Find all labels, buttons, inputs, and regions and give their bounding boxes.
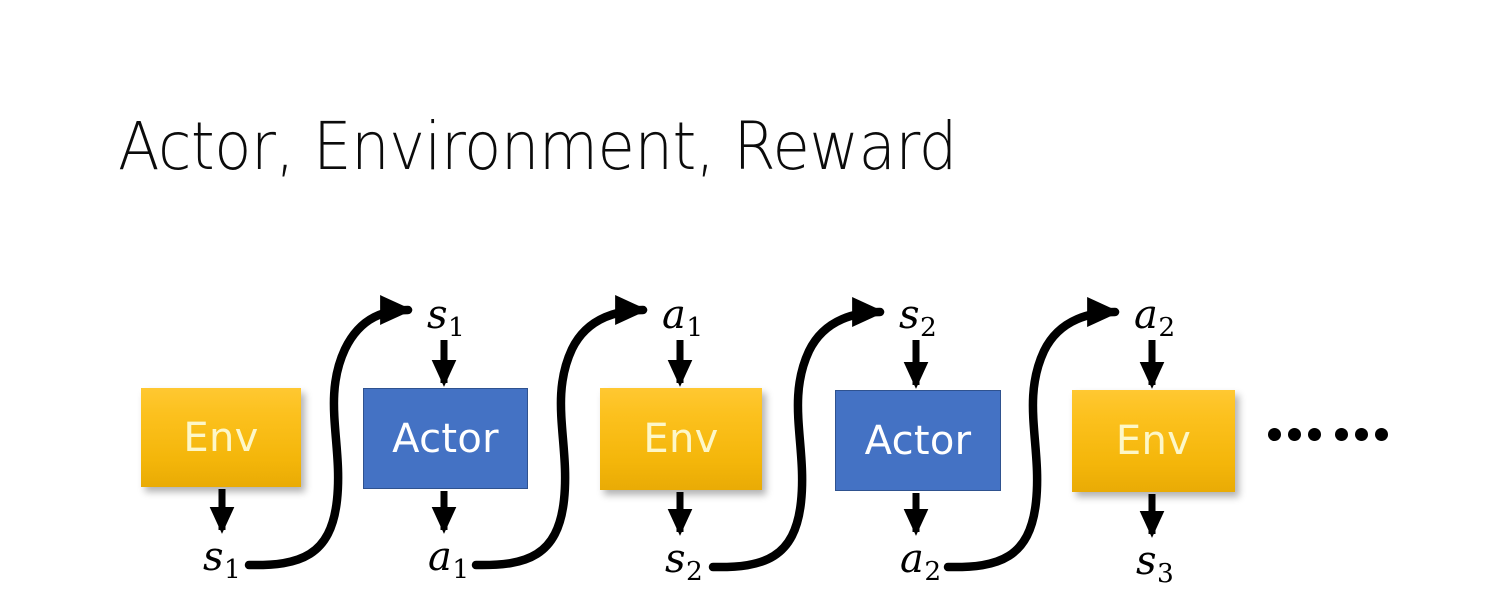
label-subscript: 2: [686, 555, 703, 587]
ellipsis-dot: [1268, 428, 1281, 441]
ellipsis-dot: [1355, 428, 1368, 441]
label-top-a2: a2: [1134, 295, 1175, 341]
label-subscript: 2: [920, 311, 937, 343]
ellipsis-dot-group: [1335, 428, 1388, 441]
node-label: Env: [183, 414, 259, 461]
node-label: Actor: [392, 415, 499, 462]
label-bottom-a1: a1: [428, 537, 469, 583]
label-variable: s: [665, 536, 686, 582]
label-variable: s: [1136, 538, 1157, 584]
label-subscript: 1: [452, 553, 470, 585]
node-label: Env: [1115, 418, 1192, 464]
label-top-s1: s1: [427, 295, 465, 341]
label-bottom-s1: s1: [203, 537, 241, 583]
label-variable: a: [1134, 292, 1158, 338]
node-env-1[interactable]: Env: [141, 388, 301, 487]
label-top-a1: a1: [662, 295, 703, 341]
label-bottom-s3: s3: [1136, 541, 1174, 587]
node-label: Actor: [864, 417, 972, 464]
label-subscript: 2: [1158, 311, 1176, 343]
label-subscript: 1: [448, 311, 465, 343]
ellipsis-dot: [1288, 428, 1301, 441]
label-variable: a: [900, 536, 924, 582]
page-title: Actor, Environment, Reward: [118, 108, 957, 185]
ellipsis-dot: [1335, 428, 1348, 441]
label-subscript: 1: [224, 553, 241, 585]
ellipsis-dot: [1375, 428, 1388, 441]
node-env-3[interactable]: Env: [1072, 390, 1235, 492]
label-variable: s: [899, 292, 920, 338]
ellipsis-indicator: [1268, 428, 1388, 441]
label-subscript: 3: [1157, 557, 1174, 589]
node-actor-1[interactable]: Actor: [363, 388, 528, 489]
label-subscript: 2: [924, 555, 942, 587]
label-variable: s: [203, 534, 224, 580]
node-env-2[interactable]: Env: [600, 388, 762, 490]
label-bottom-s2: s2: [665, 539, 703, 585]
node-label: Env: [643, 416, 719, 462]
label-variable: a: [662, 292, 686, 338]
node-actor-2[interactable]: Actor: [835, 390, 1001, 491]
label-bottom-a2: a2: [900, 539, 941, 585]
label-top-s2: s2: [899, 295, 937, 341]
ellipsis-dot: [1308, 428, 1321, 441]
label-subscript: 1: [686, 311, 704, 343]
ellipsis-dot-group: [1268, 428, 1321, 441]
label-variable: s: [427, 292, 448, 338]
label-variable: a: [428, 534, 452, 580]
